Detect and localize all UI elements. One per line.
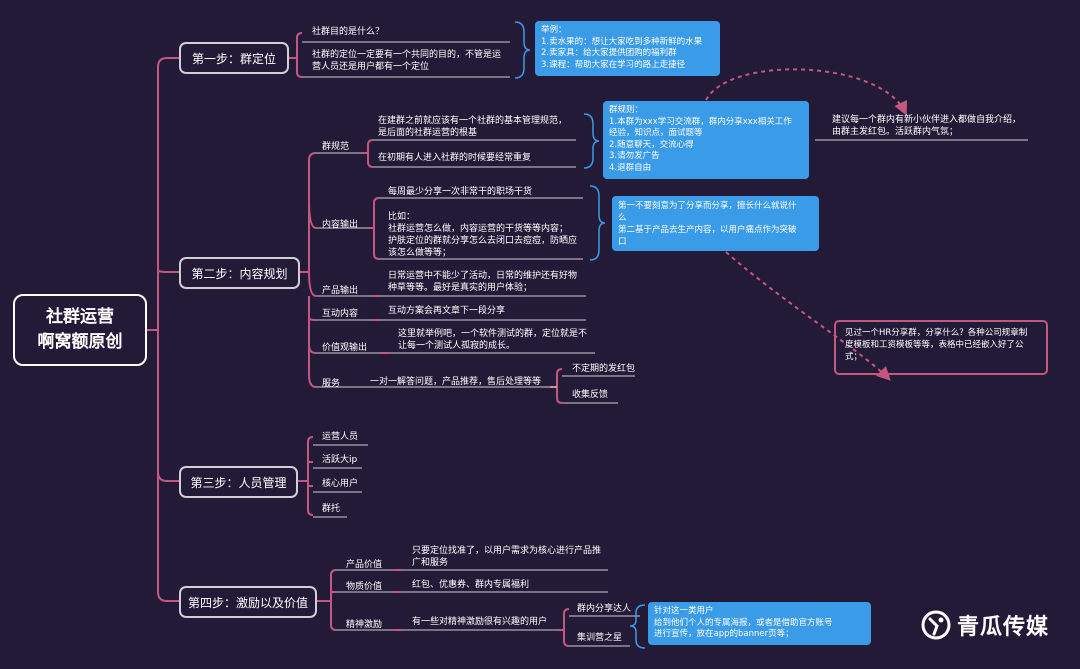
hr-group-note-box: 见过一个HR分享群，分享什么？各种公司规章制 度模板和工资模板等等，表格中已经嵌…: [834, 320, 1048, 375]
step4-product-line2: 广和服务: [412, 558, 449, 568]
step2-rules-a-line2: 是后面的社群运营的根基: [378, 128, 478, 138]
brand-logo: 青瓜传媒: [921, 605, 1049, 645]
content-tip-line4: 口: [618, 237, 627, 247]
step2-value-line2: 让每一个测试人孤寂的成长。: [398, 341, 516, 351]
step2-product-line2: 种草等等。最好是真实的用户体验；: [388, 283, 533, 293]
step1-example-line3: 2.卖家具：给大家提供团购的福利群: [541, 48, 677, 58]
step2-service-b: 收集反馈: [572, 390, 609, 400]
step2-value-label: 价值观输出: [322, 343, 368, 353]
step2-value-line1: 这里就举例吧，一个软件测试的群，定位就是不: [398, 329, 588, 339]
step1-example-line2: 1.卖水果的：想让大家吃到多种新鲜的水果: [541, 36, 703, 47]
brand-name: 青瓜传媒: [957, 615, 1050, 640]
spirit-tip-callout: 针对这一类用户 给到他们个人的专属海报，或者是借助官方账号 进行宣传，放在app…: [648, 602, 871, 645]
step2-content-b-line2: 社群运营怎么做，内容运营的干货等等内容；: [388, 224, 569, 234]
step2-node: 第二步：内容规划: [179, 257, 300, 289]
step2-product-label: 产品输出: [322, 286, 359, 296]
step2-content-label: 内容输出: [322, 220, 359, 230]
staff-item-1: 运营人员: [322, 432, 359, 442]
content-tip-line2: 么: [618, 213, 627, 223]
root-title-line2: 啊窝额原创: [37, 332, 123, 352]
step4-product-label: 产品价值: [346, 560, 383, 570]
step1-desc-line2: 营人员还是用户都有一个定位: [312, 62, 430, 72]
group-rules-line4: 2.随意聊天，交流心得: [609, 139, 694, 150]
step1-example-callout: 举例： 1.卖水果的：想让大家吃到多种新鲜的水果 2.卖家具：给大家提供团购的福…: [535, 21, 720, 76]
content-tip-line3: 第二基于产品去生产内容，以用户痛点作为突破: [618, 225, 797, 235]
step2-rules-a-line1: 在建群之前就应该有一个社群的基本管理规范，: [378, 116, 568, 126]
step1-example-line4: 3.课程：帮助大家在学习的路上走捷径: [541, 59, 686, 70]
step2-service-label: 服务: [322, 379, 341, 389]
step2-service-a: 不定期的发红包: [572, 364, 636, 374]
group-rules-line2: 1.本群为xxx学习交流群，群内分享xxx相关工作: [609, 116, 792, 127]
hr-note-line2: 度模板和工资模板等等，表格中已经嵌入好了公: [845, 340, 1024, 350]
step4-spirit-label: 精神激励: [346, 620, 383, 630]
staff-item-2: 活跃大ip: [322, 455, 358, 465]
step4-product-line1: 只要定位找准了，以用户需求为核心进行产品推: [412, 546, 602, 556]
step4-node: 第四步：激励以及价值: [179, 586, 317, 618]
brand-logo-icon: [921, 610, 951, 640]
intro-note-line2: 由群主发红包。活跃群内气氛；: [832, 127, 959, 137]
step4-material-label: 物质价值: [346, 582, 383, 592]
root-title-line1: 社群运营: [46, 307, 114, 327]
step2-content-b-line3: 护肤定位的群就分享怎么去闭口去痘痘，防晒应: [388, 236, 578, 246]
group-rules-line5: 3.请勿发广告: [609, 151, 660, 161]
step2-rules-b: 在初期有人进入社群的时候要经常重复: [378, 153, 532, 163]
intro-note-line1: 建议每一个群内有新小伙伴进入都做自我介绍，: [832, 115, 1022, 125]
staff-item-4: 群托: [322, 504, 341, 514]
step4-spirit-a: 群内分享达人: [577, 604, 632, 614]
step4-spirit-text: 有一些对精神激励很有兴趣的用户: [412, 617, 548, 627]
content-tip-line1: 第一不要刻意为了分享而分享，擅长什么就说什: [618, 201, 797, 211]
step2-product-line1: 日常运营中不能少了活动，日常的维护还有好物: [388, 271, 578, 281]
step2-interact-label: 互动内容: [322, 309, 359, 319]
step2-interact-text: 互动方案会再文章下一段分享: [388, 306, 506, 316]
group-rules-callout: 群规则： 1.本群为xxx学习交流群，群内分享xxx相关工作 经验，知识点，面试…: [603, 101, 809, 179]
spirit-tip-line3: 进行宣传，放在app的banner页等；: [654, 629, 794, 639]
step1-question: 社群目的是什么？: [312, 27, 385, 37]
step3-node: 第三步：人员管理: [179, 466, 298, 498]
group-rules-line1: 群规则：: [609, 105, 644, 115]
root-topic: 社群运营 啊窝额原创: [13, 294, 147, 366]
step2-rules-label: 群规范: [322, 142, 350, 152]
step2-content-b-line4: 该怎么做等等；: [388, 248, 452, 258]
group-rules-line3: 经验，知识点，面试题等: [609, 128, 703, 138]
step2-content-a: 每周最少分享一次非常干的职场干货: [388, 187, 533, 197]
step1-desc-line1: 社群的定位一定要有一个共同的目的，不管是运: [312, 50, 502, 60]
spirit-tip-line1: 针对这一类用户: [654, 606, 714, 616]
spirit-tip-line2: 给到他们个人的专属海报，或者是借助官方账号: [654, 617, 833, 628]
step2-content-b-line1: 比如：: [388, 212, 416, 222]
staff-item-3: 核心用户: [322, 479, 359, 489]
hr-note-line3: 式；: [845, 352, 863, 362]
hr-note-line1: 见过一个HR分享群，分享什么？各种公司规章制: [845, 328, 1028, 338]
step1-example-line1: 举例：: [541, 25, 567, 35]
content-tip-callout: 第一不要刻意为了分享而分享，擅长什么就说什 么 第二基于产品去生产内容，以用户痛…: [612, 196, 819, 251]
step2-service-text: 一对一解答问题，产品推荐，售后处理等等: [370, 377, 542, 387]
step4-material-text: 红包、优惠券、群内专属福利: [412, 580, 530, 590]
step1-node: 第一步：群定位: [179, 42, 289, 74]
group-rules-line6: 4.退群自由: [609, 162, 652, 173]
step4-spirit-b: 集训营之星: [577, 633, 623, 643]
